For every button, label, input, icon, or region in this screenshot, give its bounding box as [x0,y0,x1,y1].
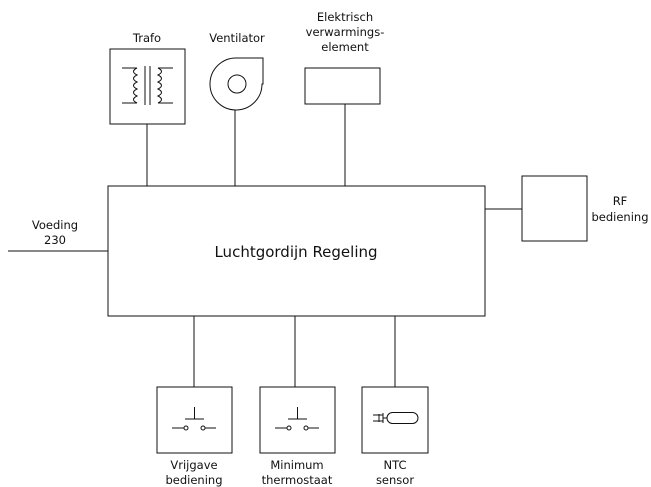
trafo-component: Trafo [109,31,186,186]
rf-control-label-line-1: RF [613,194,628,208]
supply-component: Voeding 230 [8,218,108,252]
min-thermostat-component: Minimum thermostaat [259,316,336,487]
trafo-label: Trafo [132,31,161,45]
ntc-sensor-box [361,386,429,454]
thermostat-switch-icon [275,407,319,431]
ventilator-label: Ventilator [209,31,265,45]
rf-control-box [521,175,588,242]
supply-label-line-2: 230 [44,233,66,247]
heater-label-line-3: element [321,40,369,54]
heater-box [304,67,381,105]
enable-control-box [156,386,233,454]
rf-control-label-line-2: bediening [591,210,648,224]
heater-component: Elektrisch verwarmings- element [304,10,385,186]
heater-label-line-2: verwarmings- [306,25,385,39]
ntc-sensor-component: NTC sensor [361,316,429,487]
min-thermostat-box [259,386,336,454]
ntc-probe-icon [373,412,419,424]
main-control-label: Luchtgordijn Regeling [214,243,377,261]
rf-control-component: RF bediening [485,175,649,242]
fan-icon [209,57,264,111]
enable-control-label-line-1: Vrijgave [170,458,217,472]
trafo-box [109,48,186,125]
push-button-icon [172,407,216,431]
enable-control-label-line-2: bediening [165,473,222,487]
min-thermostat-label-line-1: Minimum [270,458,323,472]
ventilator-component: Ventilator [209,31,265,186]
ntc-sensor-label-line-2: sensor [376,473,414,487]
heater-label-line-1: Elektrisch [317,10,373,24]
ntc-sensor-label-line-1: NTC [384,458,407,472]
transformer-icon [122,66,173,105]
min-thermostat-label-line-2: thermostaat [262,473,333,487]
main-control-block [107,185,486,317]
enable-control-component: Vrijgave bediening [156,316,233,487]
supply-label-line-1: Voeding [32,218,78,232]
